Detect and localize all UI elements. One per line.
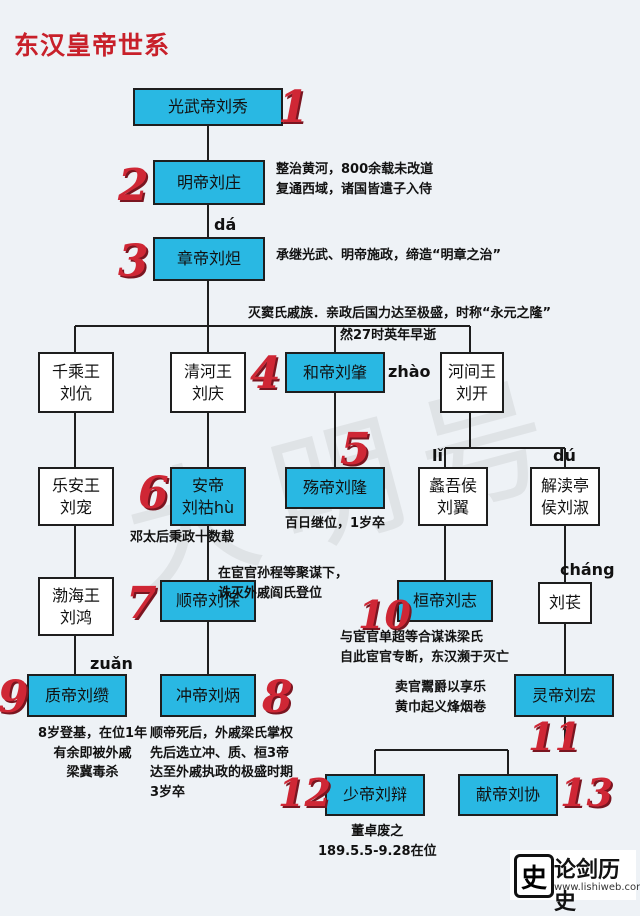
- order-number-10: 10: [358, 592, 411, 637]
- note-he: 灭窦氏戚族．亲政后国力达至极盛，时称“永元之隆”: [248, 306, 552, 321]
- order-number-5: 5: [340, 424, 371, 475]
- node-xian: 献帝刘协: [458, 774, 558, 816]
- node-zhi: 质帝刘缵: [27, 674, 127, 717]
- node-hejian: 河间王 刘开: [440, 352, 504, 413]
- note-huan: 与宦官单超等合谋诛梁氏 自此宦官专断，东汉濒于灭亡: [340, 630, 510, 665]
- note-chong: 顺帝死后，外戚梁氏掌权 先后选立冲、质、桓3帝 达至外戚执政的极盛时期 3岁卒: [150, 726, 294, 800]
- pinyin-zhao: zhào: [388, 362, 431, 381]
- order-number-3: 3: [118, 236, 149, 287]
- pinyin-da: dá: [214, 215, 237, 234]
- site-logo: 史 论剑历史 www.lishiweb.com: [510, 850, 640, 915]
- pinyin-du: dú: [553, 446, 576, 465]
- order-number-13: 13: [560, 770, 613, 815]
- order-number-11: 11: [528, 714, 581, 759]
- node-lean: 乐安王 刘宠: [38, 467, 114, 526]
- order-number-6: 6: [138, 468, 169, 519]
- node-ming: 明帝刘庄: [153, 160, 265, 205]
- note-ling: 卖官鬻爵以享乐 黄巾起义烽烟卷: [395, 680, 487, 715]
- node-chong: 冲帝刘炳: [160, 674, 256, 717]
- node-an: 安帝 刘祜hù: [170, 467, 246, 526]
- node-zhang: 章帝刘炟: [153, 237, 265, 281]
- node-shang: 殇帝刘隆: [285, 467, 385, 509]
- note-he-early-death: 然27时英年早逝: [340, 328, 437, 343]
- order-number-7: 7: [126, 578, 157, 629]
- node-he: 和帝刘肇: [285, 352, 385, 393]
- note-ming: 整治黄河，800余载未改道 复通西域，诸国皆遣子入侍: [276, 162, 434, 197]
- pinyin-zuan: zuǎn: [90, 654, 133, 673]
- order-number-8: 8: [262, 672, 293, 723]
- node-shao: 少帝刘辩: [325, 774, 425, 816]
- node-guangwu: 光武帝刘秀: [133, 88, 283, 126]
- node-jiedu: 解渎亭 侯刘淑: [530, 467, 600, 526]
- node-qiancheng: 千乘王 刘伉: [38, 352, 114, 413]
- note-shao: 董卓废之 189.5.5-9.28在位: [318, 824, 437, 859]
- page-title: 东汉皇帝世系: [14, 31, 171, 60]
- node-huan: 桓帝刘志: [397, 580, 493, 622]
- pinyin-li: lǐ: [432, 446, 443, 465]
- note-shun: 在宦官孙程等聚谋下， 诛灭外戚阎氏登位: [218, 566, 349, 601]
- node-shun: 顺帝刘保: [160, 580, 256, 622]
- note-zhang: 承继光武、明帝施政，缔造“明章之治”: [276, 248, 502, 263]
- node-bohai: 渤海王 刘鸿: [38, 577, 114, 636]
- order-number-12: 12: [278, 770, 331, 815]
- order-number-9: 9: [0, 672, 29, 723]
- node-ling: 灵帝刘宏: [514, 674, 614, 717]
- node-liwu: 蠡吾侯 刘翼: [418, 467, 488, 526]
- note-shang: 百日继位，1岁卒: [285, 516, 386, 531]
- order-number-2: 2: [118, 160, 149, 211]
- node-qinghe: 清河王 刘庆: [170, 352, 246, 413]
- pinyin-chang: cháng: [560, 560, 615, 579]
- order-number-4: 4: [250, 348, 281, 399]
- logo-mark-icon: 史: [514, 854, 554, 898]
- logo-url: www.lishiweb.com: [554, 882, 640, 893]
- order-number-1: 1: [278, 82, 309, 133]
- node-liuchang: 刘苌: [538, 582, 592, 624]
- note-an: 邓太后秉政十数载: [130, 530, 235, 545]
- note-zhi: 8岁登基，在位1年 有余即被外戚 梁冀毒杀: [38, 726, 148, 780]
